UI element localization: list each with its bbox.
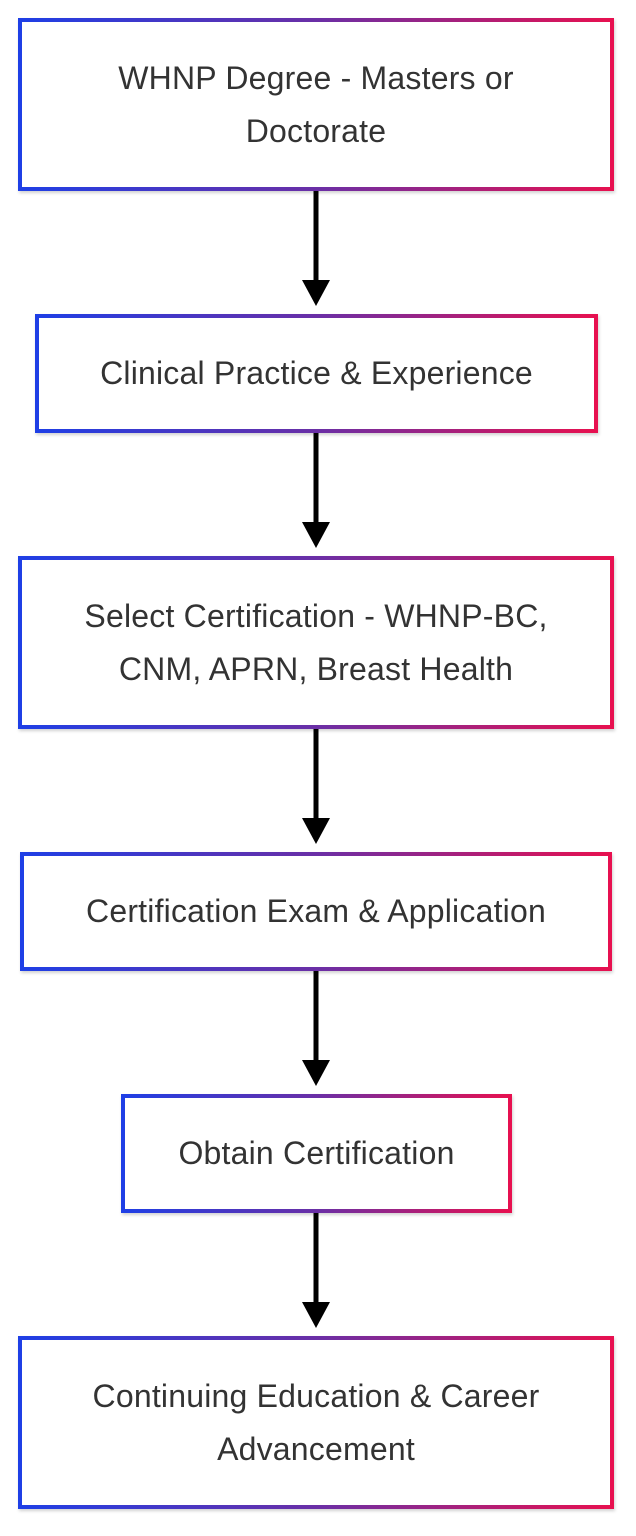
node-continuing-education: Continuing Education & Career Advancemen…	[18, 1336, 614, 1509]
edge-n2-n3	[302, 433, 330, 548]
node-select-certification: Select Certification - WHNP-BC, CNM, APR…	[18, 556, 614, 729]
node-label: Certification Exam & Application	[86, 893, 546, 929]
edge-n3-n4	[302, 729, 330, 844]
node-obtain-certification: Obtain Certification	[121, 1094, 512, 1213]
edge-n1-n2	[302, 191, 330, 306]
edge-n5-n6	[302, 1213, 330, 1328]
node-label: WHNP Degree - Masters or Doctorate	[118, 59, 514, 149]
node-label: Obtain Certification	[178, 1135, 455, 1171]
node-whnp-degree: WHNP Degree - Masters or Doctorate	[18, 18, 614, 191]
node-label: Clinical Practice & Experience	[100, 355, 533, 391]
node-label: Select Certification - WHNP-BC, CNM, APR…	[84, 597, 548, 687]
edge-n4-n5	[302, 971, 330, 1086]
node-certification-exam: Certification Exam & Application	[20, 852, 612, 971]
node-label: Continuing Education & Career Advancemen…	[92, 1377, 540, 1467]
node-clinical-practice: Clinical Practice & Experience	[35, 314, 598, 433]
